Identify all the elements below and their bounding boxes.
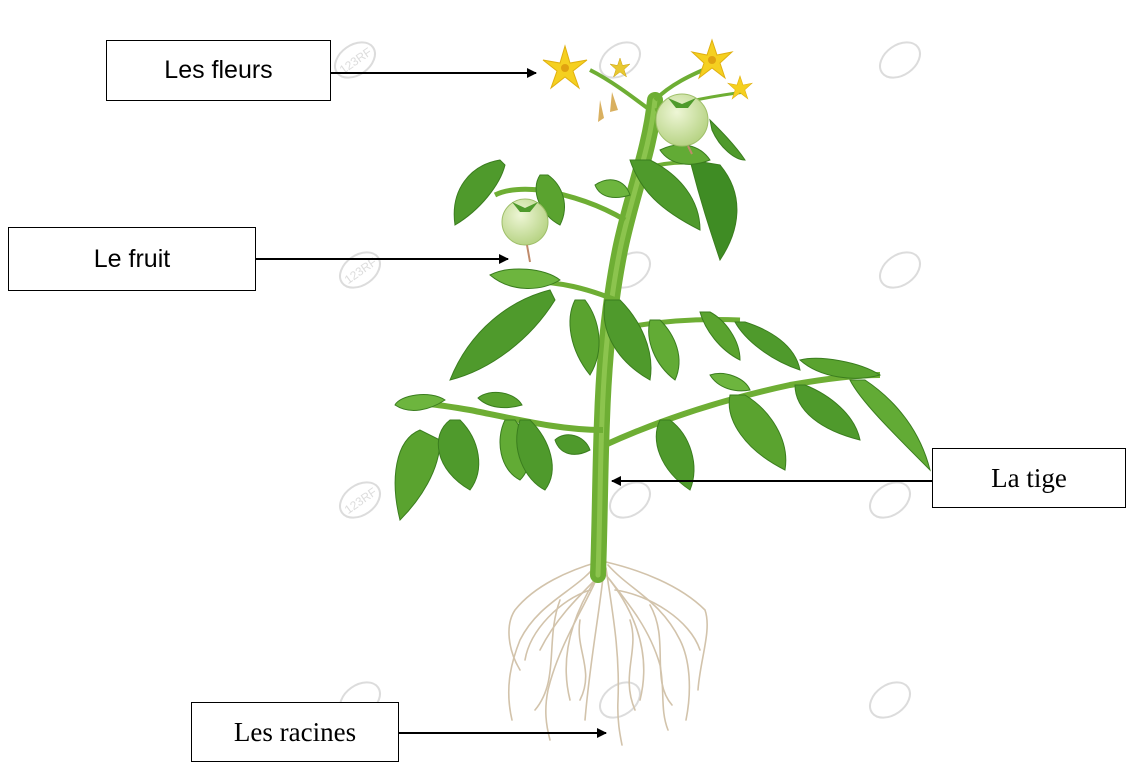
label-flowers: Les fleurs (106, 40, 331, 101)
stem (410, 65, 880, 575)
label-roots: Les racines (191, 702, 399, 762)
watermark-text: 123RF (342, 485, 380, 517)
label-stem: La tige (932, 448, 1126, 508)
label-fruit: Le fruit (8, 227, 256, 291)
fruits (502, 94, 708, 262)
